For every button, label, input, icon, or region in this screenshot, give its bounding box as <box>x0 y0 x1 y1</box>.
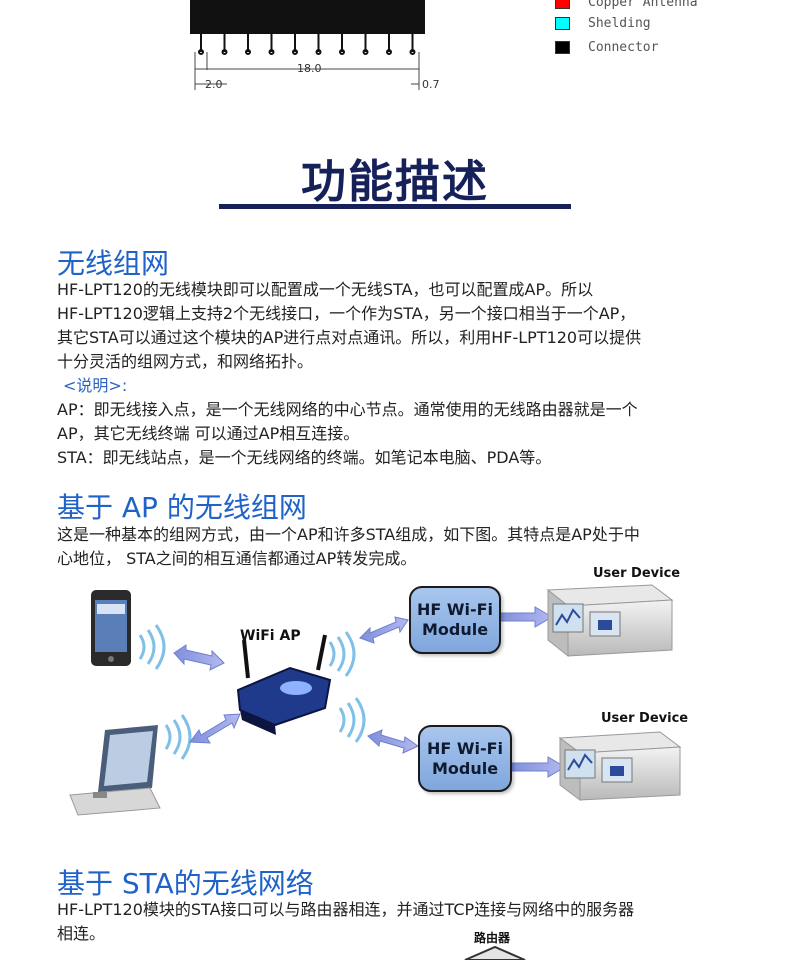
wifi-router-icon <box>236 634 332 735</box>
double-arrow-icon <box>189 713 241 744</box>
text-line: 其它STA可以通过这个模块的AP进行点对点通讯。所以，利用HF-LPT120可以… <box>57 328 642 347</box>
connector-pin-tip <box>268 49 275 55</box>
legend: Copper Antenna Shelding Connector <box>555 0 755 60</box>
text-line: HF-LPT120的无线模块即可以配置成一个无线STA，也可以配置成AP。所以 <box>57 280 594 299</box>
text-line: 十分灵活的组网方式，和网络拓扑。 <box>57 352 314 371</box>
dim-left: 2.0 <box>205 78 223 91</box>
connector-pin-tip <box>198 49 204 55</box>
connector-pin-tip <box>245 49 251 55</box>
user-device-icon <box>546 584 674 658</box>
text-line: AP，其它无线终端 可以通过AP相互连接。 <box>57 424 360 443</box>
arrow-right-icon <box>511 756 566 778</box>
title-underline <box>219 204 571 209</box>
module-label: Module <box>431 758 499 778</box>
connector-drawing: 18.0 2.0 0.7 <box>190 0 440 91</box>
smartphone-icon <box>91 590 131 666</box>
arrow-right-icon <box>499 606 553 628</box>
user-device-label-bottom: User Device <box>601 711 689 726</box>
section-heading-sta-net: 基于 STA的无线网络 <box>57 867 314 900</box>
signal-waves-icon <box>138 624 166 670</box>
legend-swatch <box>555 0 570 9</box>
router-icon <box>464 945 526 960</box>
legend-item-copper-antenna: Copper Antenna <box>555 0 698 10</box>
connector-pin-tip <box>339 49 345 55</box>
connector-pin-tip <box>221 49 228 55</box>
text-line: 这是一种基本的组网方式，由一个AP和许多STA组成，如下图。其特点是AP处于中 <box>57 525 640 544</box>
connector-pin-tip <box>362 49 369 55</box>
text-line: 心地位， STA之间的相互通信都通过AP转发完成。 <box>57 549 417 568</box>
double-arrow-icon <box>359 616 409 644</box>
text-line: 相连。 <box>57 924 106 943</box>
connector-pin-tip <box>386 49 392 55</box>
hf-wifi-module-top: HF Wi-Fi Module <box>409 586 501 654</box>
double-arrow-icon <box>367 729 420 754</box>
legend-swatch <box>555 16 570 30</box>
signal-waves-icon <box>164 714 192 760</box>
text-line: STA：即无线站点，是一个无线网络的终端。如笔记本电脑、PDA等。 <box>57 448 552 467</box>
section-body-ap-net: 这是一种基本的组网方式，由一个AP和许多STA组成，如下图。其特点是AP处于中 … <box>57 523 737 571</box>
legend-label: Shelding <box>588 15 651 31</box>
connector-pin-tip <box>292 49 298 55</box>
legend-label: Connector <box>588 39 659 55</box>
ap-network-diagram <box>69 584 682 816</box>
page-title: 功能描述 <box>300 155 489 208</box>
dim-right: 0.7 <box>422 78 440 91</box>
section-body-wireless-net: HF-LPT120的无线模块即可以配置成一个无线STA，也可以配置成AP。所以 … <box>57 278 737 470</box>
user-device-label-top: User Device <box>593 566 681 581</box>
module-label: HF Wi-Fi <box>426 738 504 758</box>
router-label: 路由器 <box>474 931 511 945</box>
legend-item-connector: Connector <box>555 39 658 55</box>
connector-pin-tip <box>409 49 416 55</box>
user-device-icon <box>558 731 682 801</box>
section-heading-ap-net: 基于 AP 的无线组网 <box>57 491 307 524</box>
module-label: HF Wi-Fi <box>416 600 494 619</box>
text-line: AP：即无线接入点，是一个无线网络的中心节点。通常使用的无线路由器就是一个 <box>57 400 638 419</box>
connector-pin-tip <box>315 49 322 55</box>
hf-wifi-module-bottom: HF Wi-Fi Module <box>418 725 512 792</box>
legend-item-shelding: Shelding <box>555 15 651 31</box>
section-heading-wireless-net: 无线组网 <box>57 247 170 280</box>
section-body-sta-net: HF-LPT120模块的STA接口可以与路由器相连，并通过TCP连接与网络中的服… <box>57 898 737 946</box>
double-arrow-icon <box>173 644 225 671</box>
legend-swatch <box>555 40 570 54</box>
laptop-icon <box>69 725 161 816</box>
dim-middle: 18.0 <box>297 62 322 75</box>
legend-label: Copper Antenna <box>588 0 698 10</box>
module-label: Module <box>421 620 489 639</box>
note-label: <说明>: <box>63 376 128 395</box>
signal-waves-icon <box>328 631 366 743</box>
text-line: HF-LPT120模块的STA接口可以与路由器相连，并通过TCP连接与网络中的服… <box>57 900 635 919</box>
text-line: HF-LPT120逻辑上支持2个无线接口，一个作为STA，另一个接口相当于一个A… <box>57 304 636 323</box>
wifi-ap-label: WiFi AP <box>240 628 301 644</box>
